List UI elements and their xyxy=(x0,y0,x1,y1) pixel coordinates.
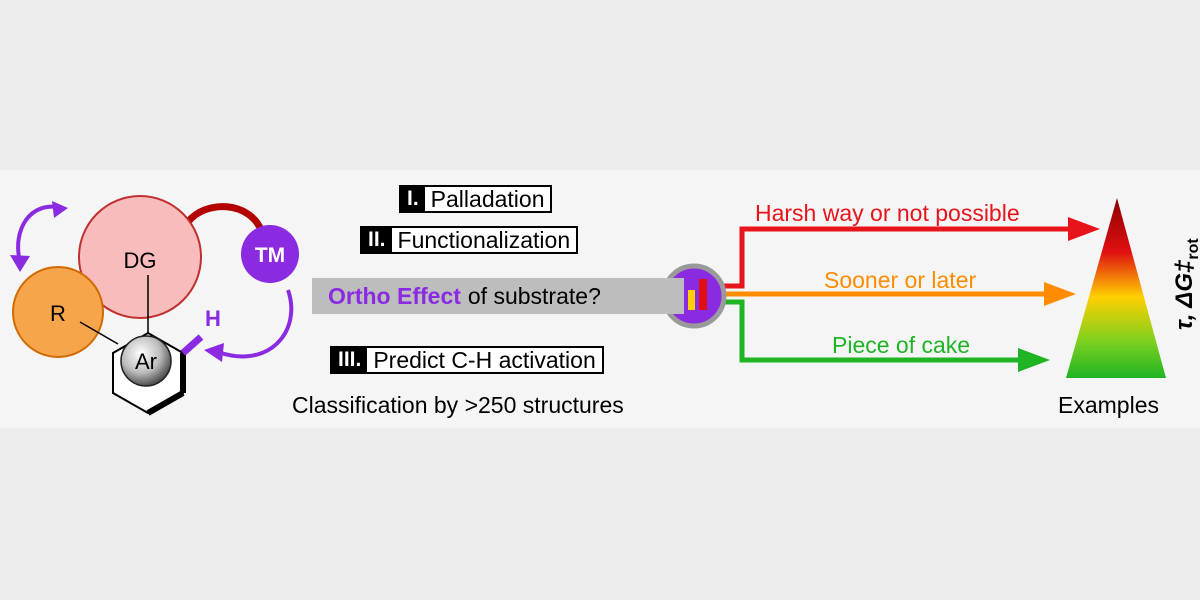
classification-caption: Classification by >250 structures xyxy=(292,392,624,418)
r-bond-line xyxy=(79,321,119,345)
ar-label: Ar xyxy=(135,349,157,374)
step-palladation: I. Palladation xyxy=(399,185,553,213)
tm-label: TM xyxy=(255,244,285,267)
directing-group-circle xyxy=(78,195,202,319)
orange-arrowhead-icon xyxy=(1044,282,1076,306)
tm-activation-arrow xyxy=(217,289,294,359)
dg-tm-bond xyxy=(185,203,266,234)
bold-bond xyxy=(146,390,185,416)
step-label: Functionalization xyxy=(397,226,571,253)
scale-axis-label: τ, ΔG‡rot xyxy=(1171,238,1200,330)
step-label: Palladation xyxy=(430,185,545,212)
step-label: Predict C-H activation xyxy=(373,346,596,373)
arrowhead-icon xyxy=(10,255,30,272)
ortho-effect-rest: of substrate? xyxy=(467,282,601,309)
step-predict-ch-activation: III. Predict C-H activation xyxy=(330,346,604,374)
ortho-effect-highlight: Ortho Effect xyxy=(328,282,461,309)
outcome-arrows xyxy=(722,217,1100,372)
difficulty-scale-triangle xyxy=(1066,198,1166,378)
r-group-circle xyxy=(12,266,104,358)
r-label: R xyxy=(50,301,66,326)
step-numeral: I. xyxy=(401,187,425,211)
arrowhead-icon xyxy=(204,343,224,362)
red-arrowhead-icon xyxy=(1068,217,1100,241)
examples-label: Examples xyxy=(1058,392,1159,418)
green-arrowhead-icon xyxy=(1018,348,1050,372)
ortho-effect-question: Ortho Effect of substrate? xyxy=(312,278,684,314)
outcome-harsh-label: Harsh way or not possible xyxy=(755,200,1020,226)
r-dg-interaction-arrow xyxy=(16,204,63,263)
step-numeral: III. xyxy=(332,348,368,372)
outcome-sooner-label: Sooner or later xyxy=(824,267,977,293)
h-label: H xyxy=(205,306,221,331)
step-numeral: II. xyxy=(362,228,392,252)
outcome-easy-label: Piece of cake xyxy=(832,332,971,358)
arrowhead-icon xyxy=(52,201,68,218)
ortho-ch-bond xyxy=(180,334,204,356)
ar-sphere xyxy=(120,335,172,387)
dg-label: DG xyxy=(124,248,157,273)
step-functionalization: II. Functionalization xyxy=(360,226,579,254)
transition-metal-circle xyxy=(241,225,299,283)
